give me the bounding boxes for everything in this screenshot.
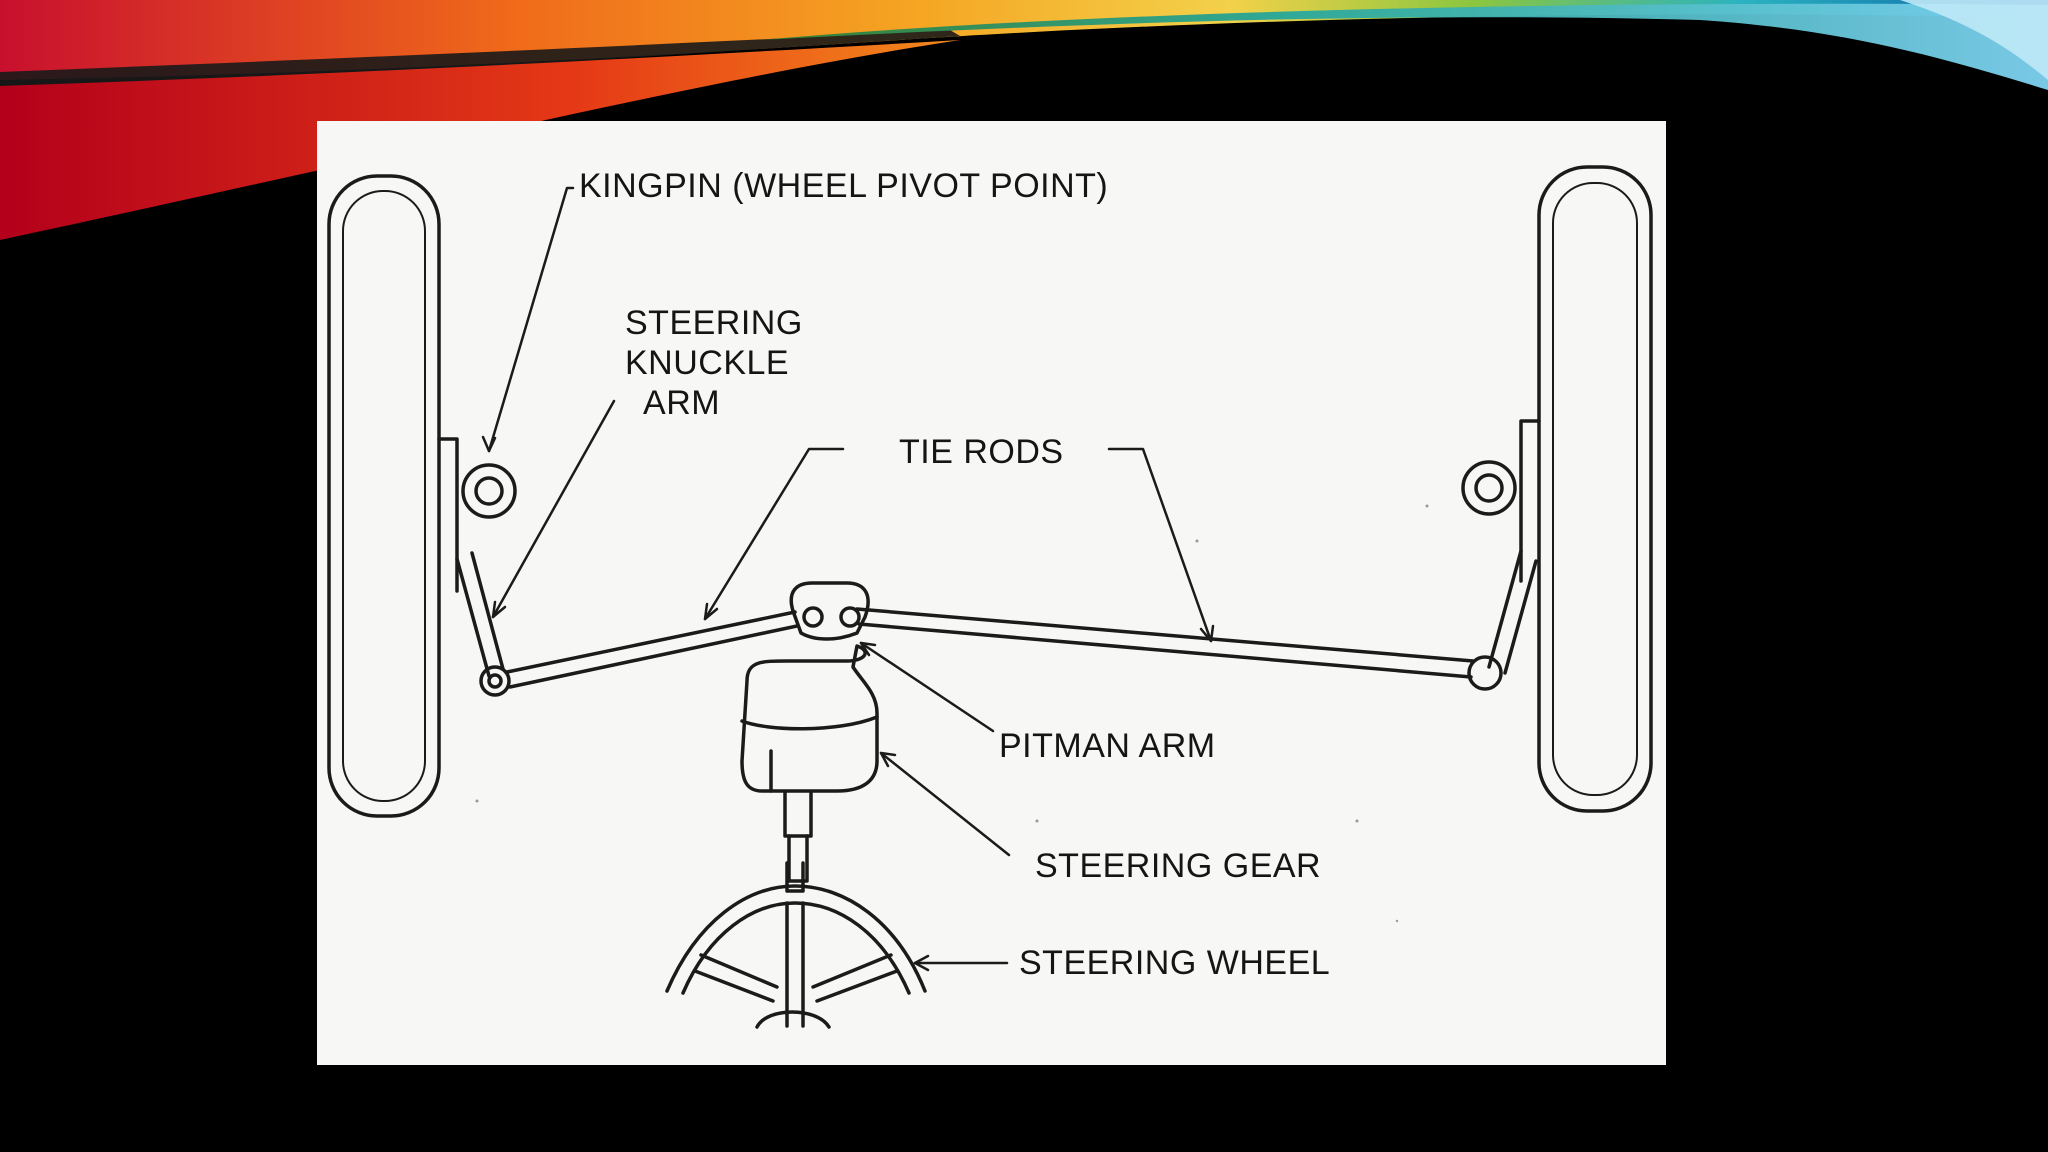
left-tire bbox=[327, 174, 441, 818]
steering-wheel bbox=[665, 861, 927, 1029]
knuckle-arm-label: STEERING KNUCKLE ARM bbox=[625, 304, 803, 422]
scan-speckles bbox=[475, 504, 1429, 923]
tie-rods-label: TIE RODS bbox=[899, 433, 1064, 471]
right-tire bbox=[1537, 165, 1653, 813]
pitman-arm bbox=[789, 581, 870, 641]
right-knuckle-arm bbox=[1467, 549, 1538, 691]
pitman-arm-label: PITMAN ARM bbox=[999, 727, 1216, 765]
right-tie-rod bbox=[855, 607, 1475, 679]
steering-wheel-label: STEERING WHEEL bbox=[1019, 944, 1331, 982]
steering-gear-label: STEERING GEAR bbox=[1035, 847, 1322, 885]
steering-diagram-panel: KINGPIN (WHEEL PIVOT POINT) STEERING KNU… bbox=[317, 121, 1666, 1065]
right-kingpin bbox=[1461, 419, 1541, 583]
steering-gear bbox=[740, 644, 879, 883]
decorative-banner bbox=[0, 0, 2048, 240]
steering-linkage-drawing bbox=[327, 165, 1653, 1029]
left-tie-rod bbox=[505, 610, 799, 689]
kingpin-label: KINGPIN (WHEEL PIVOT POINT) bbox=[579, 167, 1109, 205]
left-kingpin bbox=[437, 437, 517, 593]
leader-lines bbox=[481, 186, 1215, 972]
left-knuckle-arm bbox=[455, 551, 511, 697]
